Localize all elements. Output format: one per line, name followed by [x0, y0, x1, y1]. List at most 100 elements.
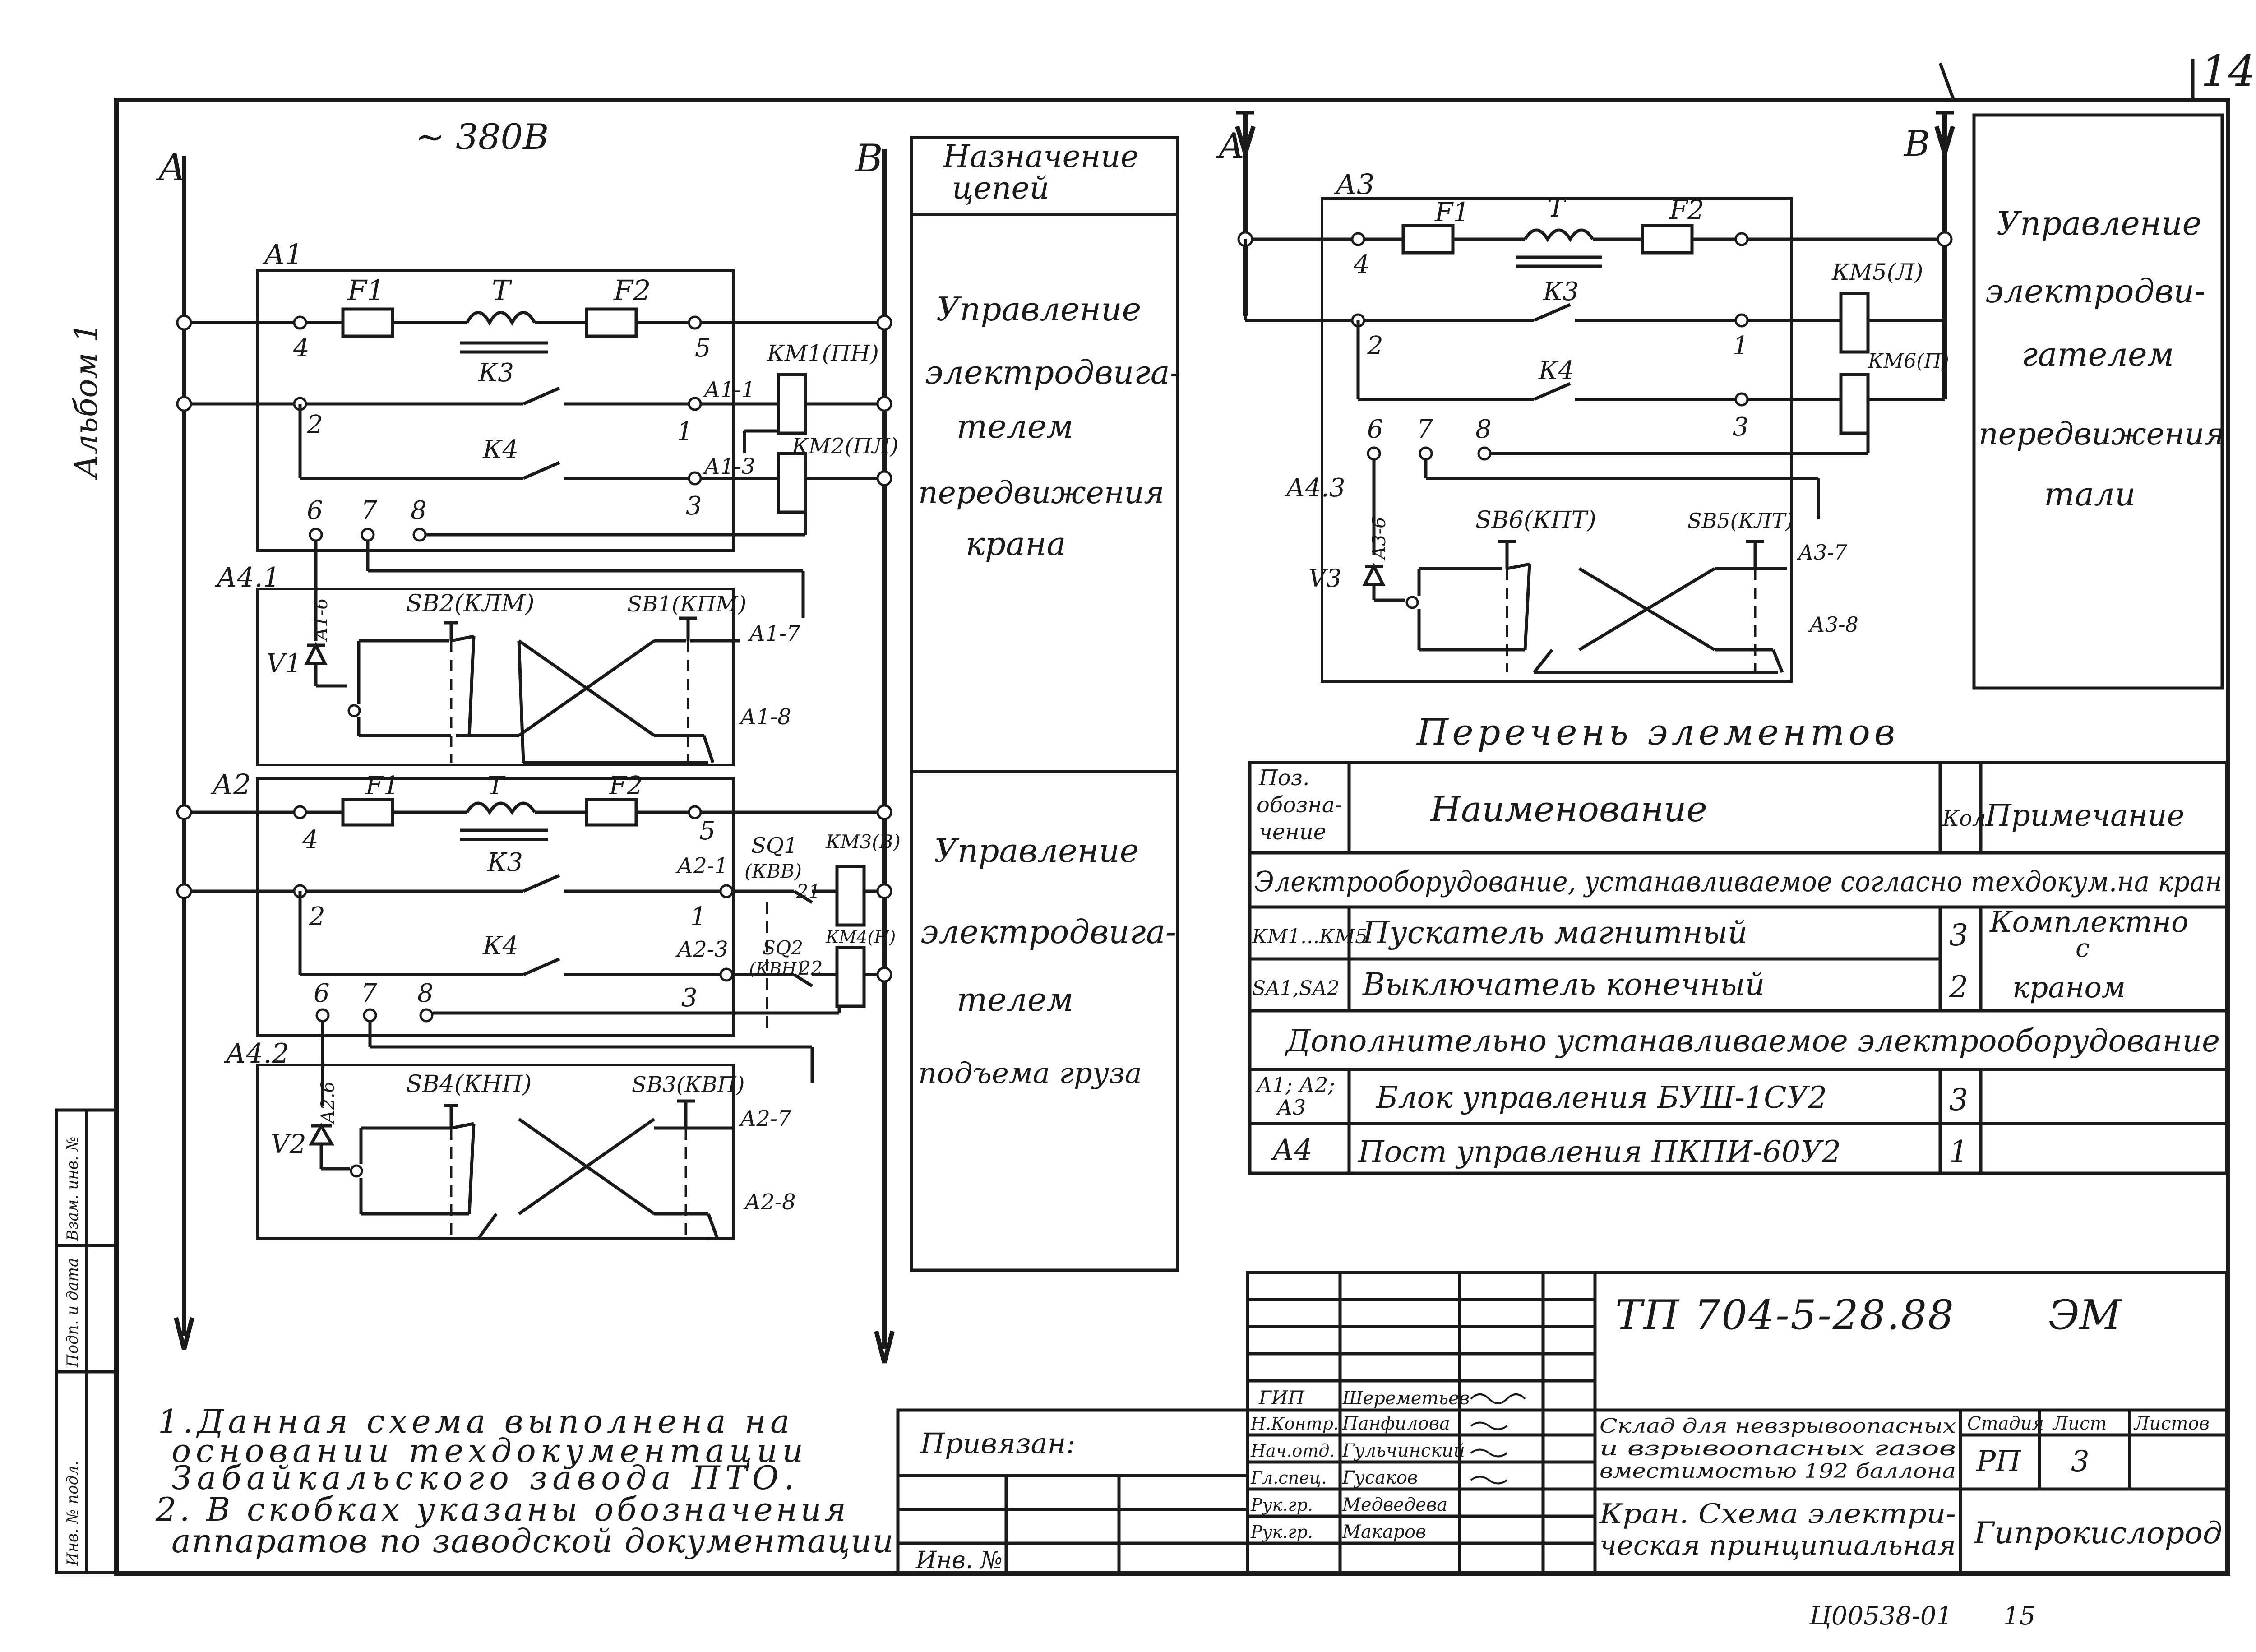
corner-number: 14: [2201, 46, 2256, 96]
schematic-label: 3: [681, 983, 698, 1013]
voltage-label: ~ 380В: [415, 117, 549, 157]
schematic-label: F1: [1434, 197, 1470, 227]
notes: 1.Данная схема выполнена на основании те…: [155, 1402, 893, 1560]
schematic-label: К3: [478, 358, 514, 388]
schematic-label: А2-3: [675, 937, 728, 962]
schematic-label: Листов: [2133, 1413, 2210, 1434]
schematic-label: V1: [266, 648, 302, 679]
elements-list-title: Перечень элементов: [1416, 711, 1895, 753]
schematic-label: А3-8: [1808, 612, 1858, 637]
schematic-label: чение: [1259, 819, 1326, 845]
schematic-label: Комплектно: [1989, 906, 2189, 939]
right-circuit: А В А3 F1 T F2 4 К3 2: [1216, 111, 2224, 690]
schematic-label: 6: [307, 496, 323, 525]
schematic-label: 1: [1949, 1134, 1968, 1169]
schematic-label: Рук.гр.: [1250, 1522, 1313, 1542]
schematic-label: А1; А2;: [1255, 1073, 1335, 1097]
schematic-label: КМ4(Н): [825, 927, 896, 947]
schematic-label: 7: [361, 979, 377, 1008]
sheet-frame: [114, 59, 2230, 1576]
schematic-label: Лист: [2052, 1413, 2107, 1434]
schematic-label: Гульчинский: [1342, 1440, 1465, 1461]
schematic-label: Блок управления БУШ-1СУ2: [1375, 1080, 1827, 1115]
schematic-label: передвижения: [1979, 416, 2224, 452]
schematic-label: SA1,SA2: [1252, 977, 1340, 1000]
bus-b-label: В: [854, 136, 883, 180]
schematic-label: 6: [314, 979, 330, 1008]
schematic-label: V2: [271, 1129, 306, 1159]
schematic-label: Макаров: [1342, 1522, 1426, 1542]
schematic-label: T: [1548, 192, 1567, 223]
schematic-label: К4: [482, 435, 518, 464]
schematic-label: 2: [306, 410, 323, 440]
schematic-label: и взрывоопасных газов: [1600, 1437, 1956, 1460]
schematic-label: А4.1: [215, 562, 280, 593]
schematic-label: Наименование: [1429, 789, 1707, 830]
schematic-label: КМ1...КМ5: [1252, 925, 1368, 948]
schematic-label: Панфилова: [1342, 1413, 1450, 1434]
schematic-label: РП: [1976, 1445, 2021, 1478]
schematic-label: Гипрокислород: [1973, 1516, 2222, 1550]
schematic-label: с: [2076, 934, 2090, 963]
bus-a-label: А: [156, 145, 187, 190]
schematic-label: Пускатель магнитный: [1362, 915, 1747, 951]
schematic-label: SB5(КЛТ): [1687, 509, 1794, 533]
schematic-label: 1.Данная схема выполнена на: [158, 1402, 790, 1440]
schematic-label: Нач.отд.: [1250, 1441, 1335, 1461]
schematic-label: А1-6: [311, 598, 332, 642]
schematic-label: 8: [417, 979, 434, 1008]
schematic-label: SB1(КПМ): [627, 592, 746, 617]
doc-code: ТП 704-5-28.88: [1615, 1291, 1954, 1339]
schematic-label: T: [487, 771, 506, 801]
schematic-label: 4: [293, 333, 310, 363]
schematic-label: 8: [1475, 415, 1492, 444]
bottom-page: 15: [2003, 1601, 2035, 1631]
schematic-label: F2: [1669, 194, 1704, 225]
schematic-label: Инв. №: [915, 1547, 1003, 1574]
schematic-label: Электрооборудование, устанавливаемое сог…: [1254, 865, 2222, 898]
schematic-label: 7: [361, 496, 377, 525]
schematic-label: обозна-: [1257, 792, 1342, 818]
schematic-label: 3: [686, 491, 702, 521]
schematic-label: В: [1903, 124, 1930, 164]
schematic-label: тали: [2044, 475, 2136, 513]
schematic-label: электродвига-: [925, 353, 1181, 391]
schematic-label: 6: [1367, 415, 1383, 444]
schematic-label: 3: [1949, 1083, 1968, 1117]
schematic-label: ческая принципиальная: [1600, 1530, 1956, 1561]
schematic-label: А3: [1276, 1095, 1306, 1120]
schematic-label: 3: [1733, 412, 1749, 442]
schematic-label: А3-6: [1369, 517, 1390, 561]
schematic-label: А4.3: [1284, 473, 1345, 503]
schematic-label: 7: [1417, 415, 1433, 444]
left-circuit: ~ 380В А В А1 F1 T F2 4 5 К3: [156, 117, 898, 1364]
schematic-label: К3: [1543, 277, 1579, 306]
schematic-label: 3: [2071, 1445, 2090, 1478]
schematic-label: А2-8: [743, 1189, 796, 1215]
schematic-label: А2-7: [739, 1106, 791, 1131]
schematic-label: Кол.: [1942, 806, 1993, 831]
schematic-label: F2: [609, 771, 643, 801]
schematic-label: 3: [1949, 918, 1968, 953]
schematic-label: Управление: [934, 832, 1139, 870]
schematic-label: Выключатель конечный: [1362, 967, 1765, 1003]
schematic-label: (КВВ): [744, 860, 802, 882]
schematic-label: Пост управления ПКПИ-60У2: [1358, 1134, 1841, 1169]
schematic-label: электродви-: [1985, 272, 2205, 310]
schematic-label: КМ3(В): [825, 831, 901, 853]
purpose-header-2: цепей: [952, 171, 1049, 206]
block-a2: А2 F1 T F2 4 5 К3 2 1 А2-1 SQ1 (КВВ) 21 …: [176, 768, 901, 1106]
schematic-label: Примечание: [1985, 798, 2185, 833]
schematic-label: А1-1: [703, 377, 755, 403]
schematic-label: подъема груза: [918, 1057, 1142, 1090]
schematic-label: А4: [1271, 1134, 1313, 1167]
schematic-label: 5: [699, 816, 716, 846]
schematic-label: КМ1(ПН): [767, 340, 879, 366]
schematic-label: SQ1: [751, 833, 798, 858]
schematic-label: А4.2: [224, 1038, 289, 1069]
title-block: Привязан: Инв. № ГИП Н.Контр. Нач.отд. Г…: [896, 1271, 2228, 1574]
schematic-label: А1-8: [739, 704, 791, 730]
schematic-label: Гусаков: [1342, 1467, 1418, 1488]
doc-type: ЭМ: [2048, 1291, 2122, 1339]
